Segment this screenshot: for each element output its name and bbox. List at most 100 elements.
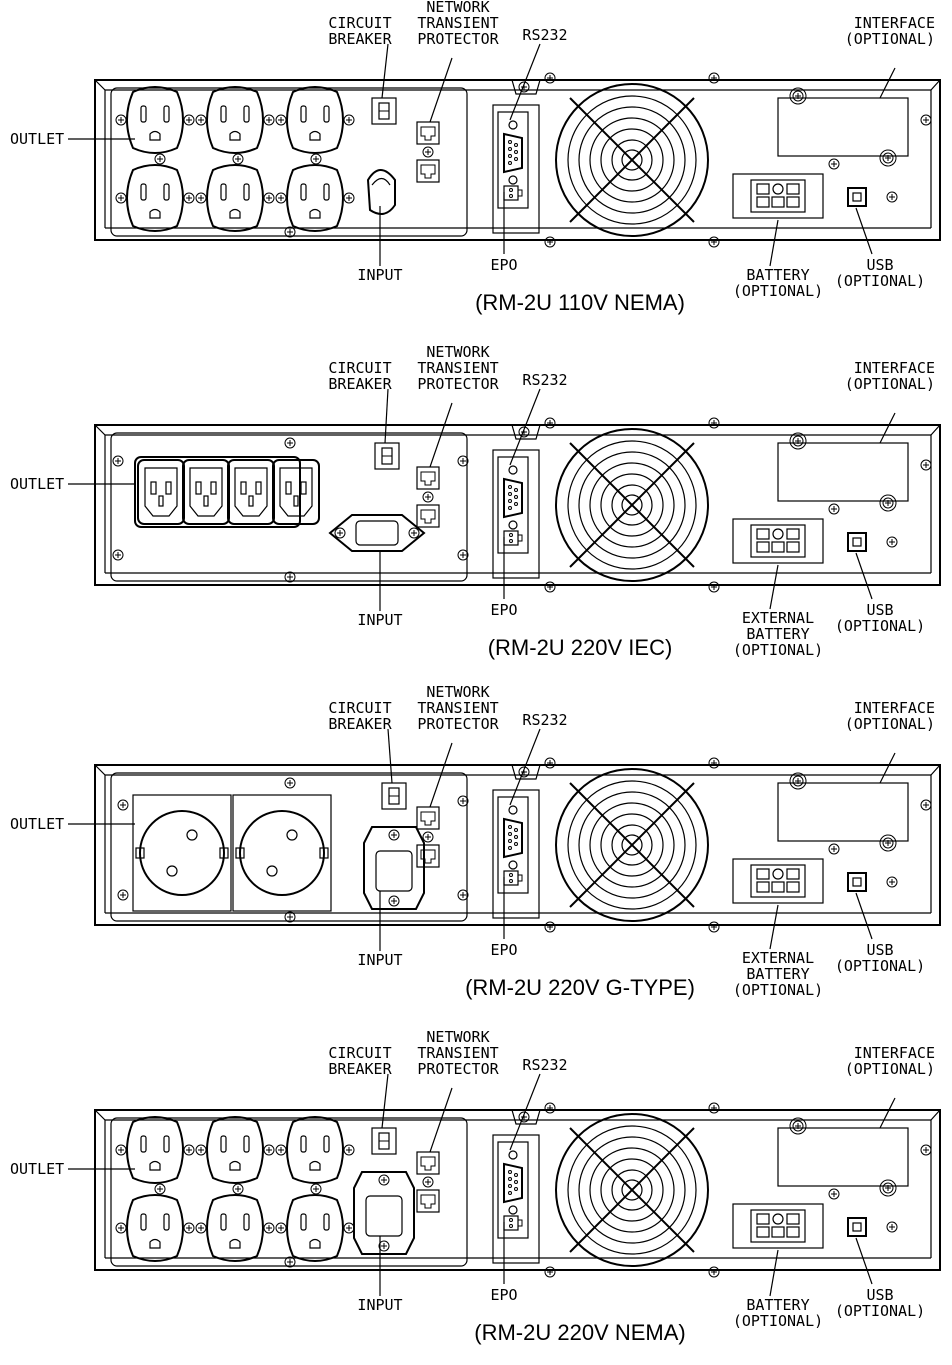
screw-icon: [422, 146, 434, 158]
panel-caption: (RM-2U 220V IEC): [488, 635, 673, 660]
screw-icon: [232, 153, 244, 165]
usb-label: (OPTIONAL): [835, 272, 925, 290]
interface-label: (OPTIONAL): [845, 715, 935, 733]
interface-slot: [777, 87, 932, 170]
nema-outlet: [195, 86, 275, 154]
nema-outlet: [115, 1116, 195, 1184]
usb-port-icon: [847, 1217, 898, 1237]
usb-port-icon: [847, 532, 898, 552]
screw-icon: [115, 1144, 127, 1156]
panel-labels: OUTLETCIRCUITBREAKERNETWORKTRANSIENTPROT…: [10, 683, 935, 1000]
input-label: INPUT: [357, 611, 402, 629]
network-transient-protector-label: TRANSIENT: [417, 14, 498, 32]
panel-labels: OUTLETCIRCUITBREAKERNETWORKTRANSIENTPROT…: [10, 0, 935, 315]
rs232-label: RS232: [522, 26, 567, 44]
input-label: INPUT: [357, 1296, 402, 1314]
screw-icon: [343, 114, 355, 126]
usb-label: USB: [866, 256, 893, 274]
screw-icon: [708, 236, 720, 248]
circuit-breaker-label: CIRCUIT: [328, 359, 391, 377]
circuit-breaker-label: CIRCUIT: [328, 1044, 391, 1062]
screw-icon: [183, 1222, 195, 1234]
screw-icon: [378, 1240, 390, 1252]
input-iec-inlet: [363, 826, 425, 910]
battery-label: EXTERNAL: [742, 609, 814, 627]
epo-connector: [503, 185, 523, 201]
network-transient-protector-label: NETWORK: [426, 343, 489, 361]
nema-outlet: [115, 1194, 195, 1262]
screw-icon: [792, 775, 804, 787]
screw-icon: [284, 1256, 296, 1268]
screw-icon: [263, 1222, 275, 1234]
screw-icon: [275, 114, 287, 126]
usb-label: USB: [866, 601, 893, 619]
interface-slot: [777, 772, 932, 855]
screw-icon: [792, 1120, 804, 1132]
screw-icon: [195, 1144, 207, 1156]
screw-icon: [232, 1183, 244, 1195]
rs232-db9-port: [497, 456, 529, 554]
network-transient-protector-label: PROTECTOR: [417, 30, 499, 48]
ups-panel-gtype: OUTLETCIRCUITBREAKERNETWORKTRANSIENTPROT…: [10, 683, 941, 1000]
screw-icon: [263, 1144, 275, 1156]
interface-label: INTERFACE: [854, 14, 935, 32]
network-transient-protector-label: PROTECTOR: [417, 715, 499, 733]
battery-connector: [732, 1203, 824, 1249]
screw-icon: [183, 114, 195, 126]
screw-icon: [886, 1221, 898, 1233]
fan-grille-icon: [544, 72, 720, 248]
screw-icon: [263, 192, 275, 204]
network-transient-protector-label: PROTECTOR: [417, 1060, 499, 1078]
screw-icon: [886, 536, 898, 548]
screw-icon: [792, 435, 804, 447]
schuko-outlet: [132, 794, 232, 912]
rs232-db9-port: [497, 1141, 529, 1239]
fan-grille-icon: [544, 1102, 720, 1278]
interface-label: INTERFACE: [854, 699, 935, 717]
screw-icon: [154, 1183, 166, 1195]
interface-label: INTERFACE: [854, 359, 935, 377]
screw-icon: [284, 226, 296, 238]
screw-icon: [708, 72, 720, 84]
usb-label: (OPTIONAL): [835, 617, 925, 635]
interface-label: (OPTIONAL): [845, 1060, 935, 1078]
screw-icon: [708, 921, 720, 933]
battery-label: (OPTIONAL): [733, 282, 823, 300]
screw-icon: [457, 889, 469, 901]
screw-icon: [117, 889, 129, 901]
screw-icon: [275, 1222, 287, 1234]
screw-icon: [828, 1188, 840, 1200]
screw-icon: [544, 1266, 556, 1278]
screw-icon: [378, 1174, 390, 1186]
screw-icon: [882, 152, 894, 164]
screw-icon: [708, 757, 720, 769]
rj45-port: [416, 466, 440, 490]
screw-icon: [183, 192, 195, 204]
screw-icon: [195, 1222, 207, 1234]
battery-label: BATTERY: [746, 1296, 809, 1314]
screw-icon: [886, 876, 898, 888]
screw-icon: [544, 921, 556, 933]
screw-icon: [886, 191, 898, 203]
circuit-breaker-label: BREAKER: [328, 30, 392, 48]
interface-label: (OPTIONAL): [845, 30, 935, 48]
panel-caption: (RM-2U 110V NEMA): [475, 290, 685, 315]
screw-icon: [882, 1182, 894, 1194]
screw-icon: [708, 1266, 720, 1278]
screw-icon: [920, 1144, 932, 1156]
screw-icon: [457, 549, 469, 561]
screw-icon: [343, 1222, 355, 1234]
screw-icon: [388, 829, 400, 841]
rs232-label: RS232: [522, 1056, 567, 1074]
input-iec-inlet: [328, 514, 426, 552]
battery-label: EXTERNAL: [742, 949, 814, 967]
screw-icon: [183, 1144, 195, 1156]
interface-slot: [777, 1117, 932, 1200]
screw-icon: [284, 571, 296, 583]
rs232-label: RS232: [522, 711, 567, 729]
screw-icon: [284, 777, 296, 789]
screw-icon: [544, 1102, 556, 1114]
screw-icon: [422, 831, 434, 843]
epo-label: EPO: [490, 601, 517, 619]
ups-panel-iec: OUTLETCIRCUITBREAKERNETWORKTRANSIENTPROT…: [10, 343, 941, 660]
